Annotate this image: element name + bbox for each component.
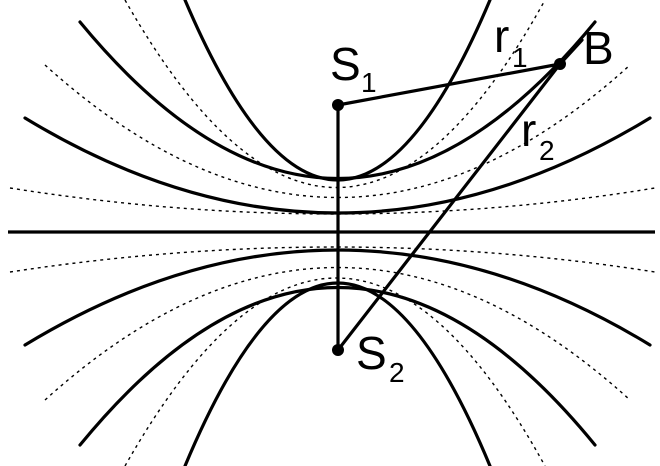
label-r2-main: r	[521, 104, 536, 156]
path-r1	[336, 62, 562, 107]
dotted-hyperbolas-lower	[9, 246, 656, 466]
point-s1	[332, 99, 344, 111]
label-s1-main: S	[330, 38, 361, 90]
point-s2	[332, 344, 344, 356]
label-s1-sub: 1	[361, 67, 377, 98]
path-r2	[336, 62, 562, 352]
label-r1-sub: 1	[512, 42, 528, 73]
label-s2-main: S	[356, 327, 387, 379]
dotted-curve-lower-2	[44, 266, 631, 401]
label-s2: S 2	[356, 327, 405, 388]
label-r1-main: r	[494, 10, 509, 62]
dotted-curve-upper-2	[44, 64, 631, 199]
label-r2: r 2	[521, 104, 555, 166]
point-b	[554, 58, 566, 70]
label-r2-sub: 2	[539, 135, 555, 166]
dotted-curve-upper-1	[124, 0, 546, 188]
dotted-curve-lower-3	[9, 246, 656, 273]
dotted-curve-lower-1	[124, 277, 546, 466]
label-b: B	[583, 22, 614, 74]
label-s1: S 1	[330, 38, 377, 98]
label-r1: r 1	[494, 10, 528, 73]
dotted-curve-upper-3	[9, 187, 656, 215]
label-s2-sub: 2	[389, 357, 405, 388]
